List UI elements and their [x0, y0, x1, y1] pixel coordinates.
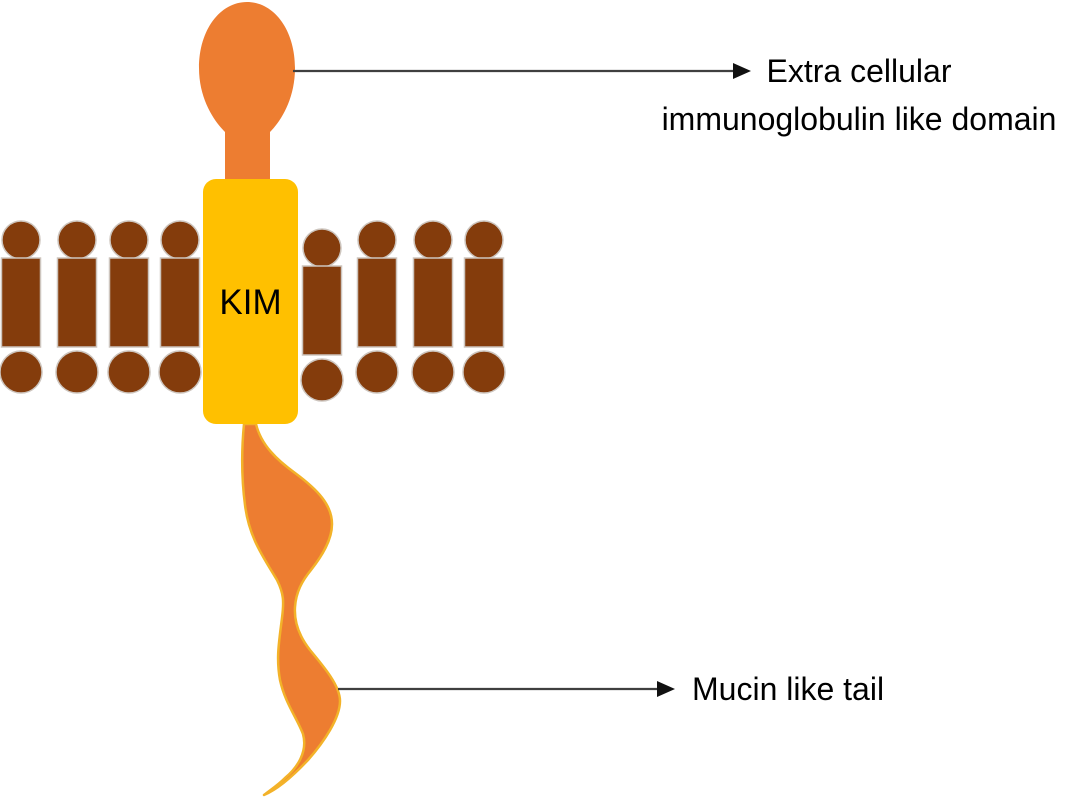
mucin-tail-shape [240, 422, 342, 797]
lipid-unit [158, 220, 202, 394]
mucin-arrow [338, 681, 675, 697]
kim-transmembrane-rect [203, 179, 298, 424]
lipid-unit [55, 220, 99, 394]
lipid-unit [462, 220, 506, 394]
lipid-unit [0, 220, 43, 394]
mucin-tail-label: Mucin like tail [692, 671, 885, 707]
arrow-head-icon [657, 681, 675, 697]
extracellular-arrow [293, 63, 751, 79]
lipid-unit [300, 228, 344, 402]
extracellular-label-line2: immunoglobulin like domain [661, 101, 1057, 137]
membrane-left [0, 220, 202, 394]
immunoglobulin-domain-oval [199, 2, 295, 182]
membrane-right [300, 220, 506, 402]
lipid-unit [107, 220, 151, 394]
kim-domain-label: KIM [219, 283, 282, 322]
lipid-unit [411, 220, 455, 394]
extracellular-label-line1: Extra cellular [766, 53, 952, 89]
arrow-head-icon [733, 63, 751, 79]
lipid-unit [355, 220, 399, 394]
extracellular-domain-label: Extra cellular immunoglobulin like domai… [640, 47, 1077, 143]
